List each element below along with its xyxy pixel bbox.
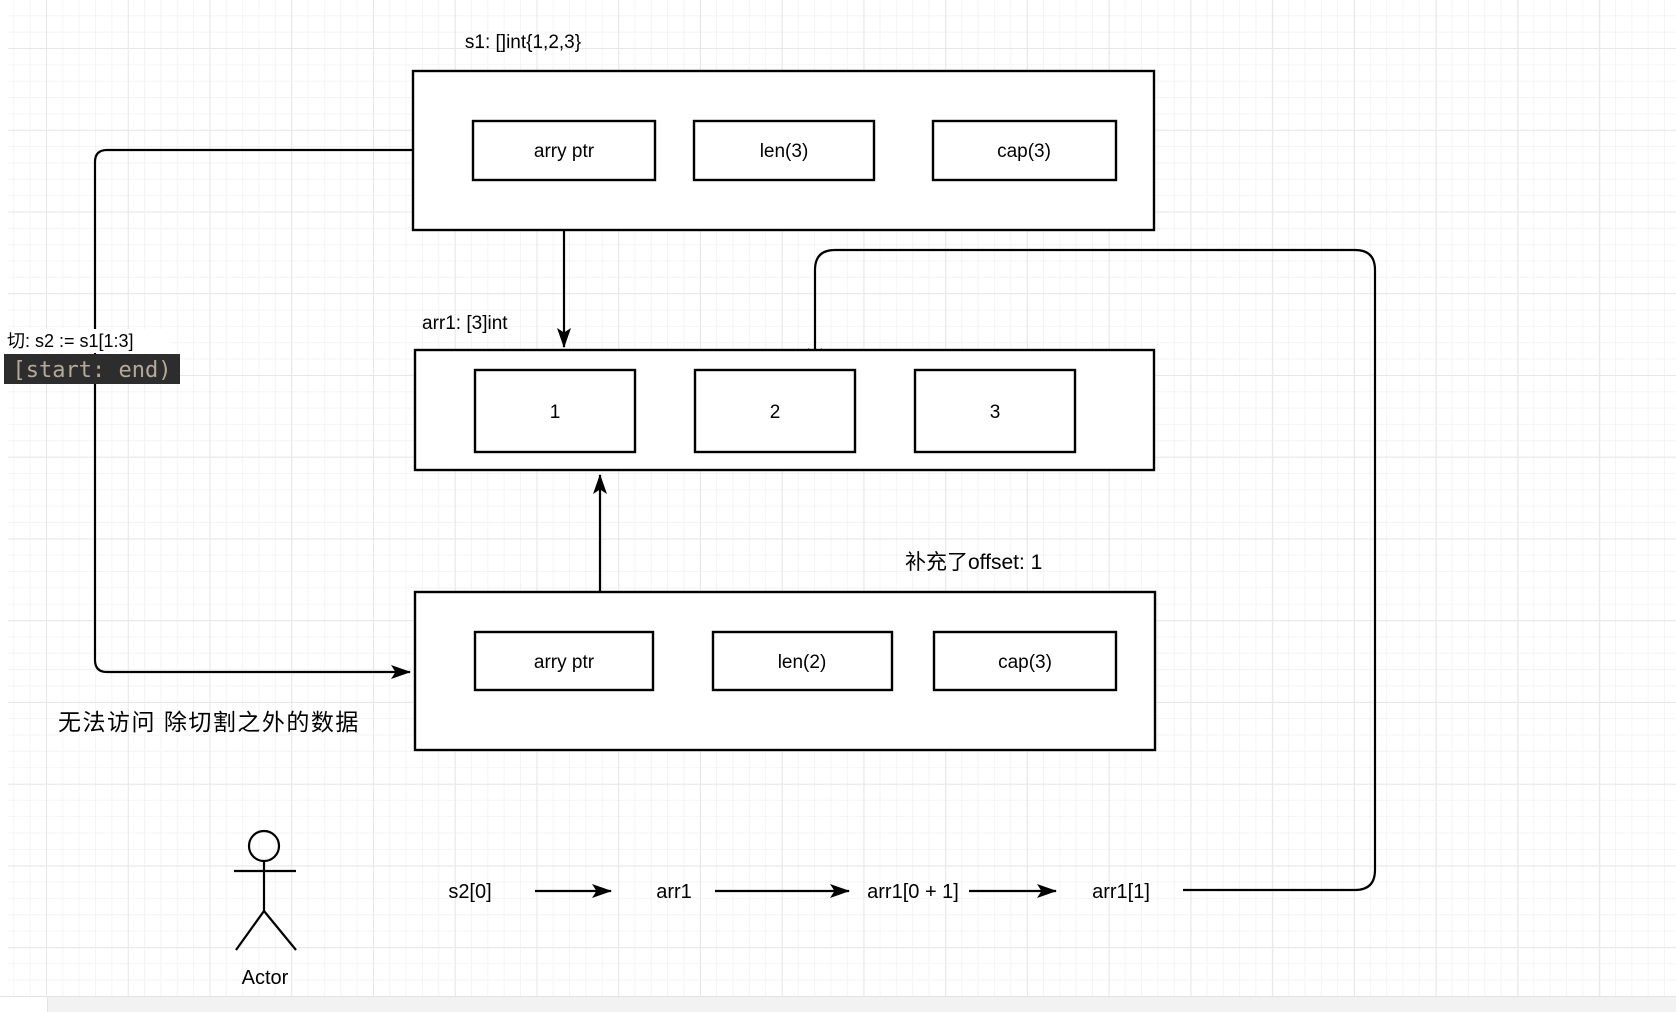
slice-expr-label-bg: [2, 329, 172, 353]
s1-label: s1: []int{1,2,3}: [465, 32, 581, 53]
s1-len-cell[interactable]: [692, 119, 876, 182]
s1-len-label: len(3): [760, 141, 809, 162]
return-connector[interactable]: [808, 248, 1377, 892]
horizontal-scrollbar[interactable]: [48, 996, 1676, 1012]
left-connector[interactable]: [93, 148, 413, 679]
arr1-label: arr1: [3]int: [422, 313, 508, 334]
range-badge: [4, 354, 180, 384]
scrollbar-corner: [0, 996, 48, 1012]
flow-label-s2-0: s2[0]: [448, 881, 491, 903]
arr1-cell-3[interactable]: [913, 368, 1077, 454]
arr1-value-3: 3: [990, 402, 1001, 423]
no-access-note: 无法访问 除切割之外的数据: [58, 709, 360, 735]
arr1-cell-1[interactable]: [473, 368, 637, 454]
actor-left-leg: [235, 910, 265, 951]
s2-len-label: len(2): [778, 652, 827, 673]
arr1-cell-2[interactable]: [693, 368, 857, 454]
s1-cap-label: cap(3): [997, 141, 1051, 162]
s1-cap-cell[interactable]: [931, 119, 1118, 182]
actor-figure[interactable]: [234, 829, 297, 951]
flow-label-arr1-0-plus-1: arr1[0 + 1]: [867, 881, 959, 903]
s1-arry-ptr-cell[interactable]: [471, 119, 657, 182]
s2-offset-note: 补充了offset: 1: [905, 551, 1042, 574]
slice-expr-label: 切: s2 := s1[1:3]: [7, 331, 134, 351]
arr1-value-2: 2: [770, 402, 781, 423]
range-badge-text: [start: end): [13, 358, 172, 383]
s2-len-cell[interactable]: [711, 630, 894, 692]
s2-arry-ptr-label: arry ptr: [534, 652, 595, 673]
s2-cap-label: cap(3): [998, 652, 1052, 673]
page-edge: [0, 0, 8, 996]
actor-head: [247, 829, 281, 863]
actor-right-leg: [263, 910, 297, 951]
arr1-value-1: 1: [550, 402, 561, 423]
s2-cap-cell[interactable]: [932, 630, 1118, 692]
s2-arry-ptr-cell[interactable]: [473, 630, 655, 692]
flow-label-arr1: arr1: [656, 881, 692, 903]
flow-label-arr1-1: arr1[1]: [1092, 881, 1150, 903]
s1-arry-ptr-label: arry ptr: [534, 141, 595, 162]
actor-label: Actor: [242, 967, 289, 989]
